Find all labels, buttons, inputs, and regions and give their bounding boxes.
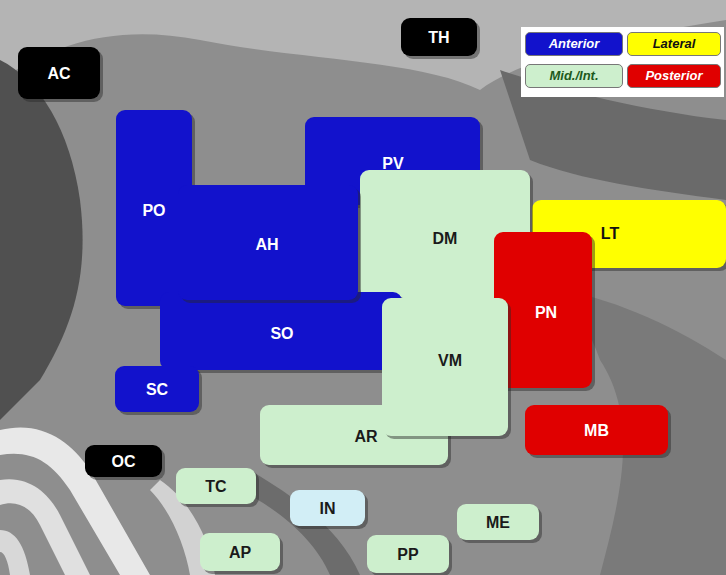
legend-label: Posterior [645,68,702,84]
white-strand [0,530,30,575]
nucleus-label: LT [601,224,619,243]
nucleus-label: TC [205,477,226,496]
nucleus-box: PP [367,535,449,573]
nucleus-label: SC [146,380,168,399]
nucleus-label: DM [433,229,458,248]
dark-ventricle [0,60,83,420]
nucleus-box: TC [176,468,256,504]
nucleus-box: TH [401,18,477,56]
nucleus-label: SO [270,324,293,343]
legend-swatch: Mid./Int. [525,64,623,88]
nucleus-label: AP [229,543,251,562]
legend-panel: Anterior LateralMid./Int. Posterior [521,27,724,97]
white-strand [0,479,90,575]
nucleus-box: ME [457,504,539,540]
nucleus-label: IN [320,499,336,518]
legend-swatch: Lateral [627,32,721,56]
nucleus-box: SC [115,366,199,412]
nucleus-label: TH [428,28,449,47]
nucleus-label: PO [142,201,165,220]
nucleus-label: PN [535,303,557,322]
nucleus-box: MB [525,405,668,455]
legend-label: Lateral [653,36,696,52]
nucleus-box: VM [382,298,508,436]
legend-label: Mid./Int. [549,68,598,84]
nucleus-box: OC [85,445,162,477]
nucleus-box: AC [18,47,100,99]
nucleus-box: SO [160,292,402,370]
nucleus-box: PN [494,232,592,388]
upper-tissue [0,0,726,90]
nucleus-box: IN [290,490,365,526]
legend-swatch: Anterior [525,32,623,56]
nucleus-box: AP [200,533,280,571]
nucleus-label: OC [112,452,136,471]
nucleus-label: MB [584,421,609,440]
nucleus-label: VM [438,351,462,370]
nucleus-label: AR [354,427,377,446]
nucleus-label: AH [255,235,278,254]
legend-swatch: Posterior [627,64,721,88]
nucleus-label: ME [486,513,510,532]
nucleus-box: AH [178,185,358,300]
nucleus-label: AC [47,64,70,83]
legend-label: Anterior [549,36,600,52]
nucleus-label: PP [397,545,418,564]
